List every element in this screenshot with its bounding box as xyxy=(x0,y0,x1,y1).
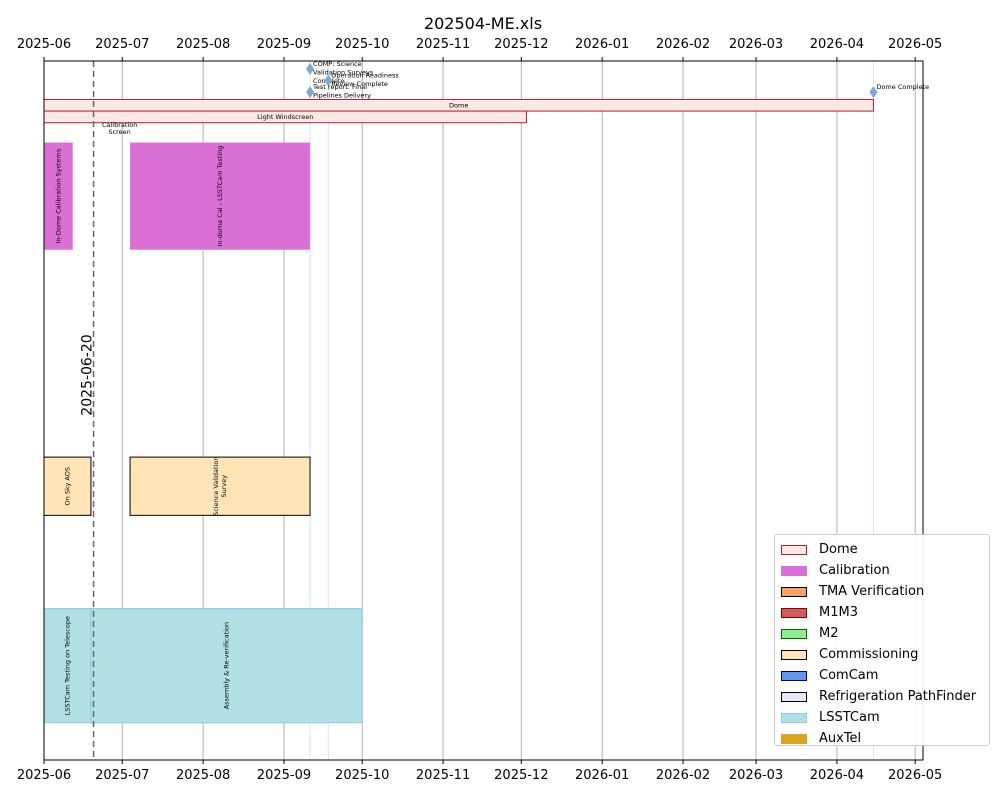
task-bar xyxy=(129,456,311,516)
task-label-group: In-dome Cal - LSSTCam Testing xyxy=(216,146,224,247)
task-label: In-dome Cal - LSSTCam Testing xyxy=(216,146,224,247)
task-label-group: In-Dome Calibration Systems xyxy=(54,148,62,243)
legend-swatch xyxy=(781,649,807,660)
legend-label: Commissioning xyxy=(819,647,919,662)
x-axis: 2025-06 2025-06 2025-07 2025-07 2025-08 2025-… xyxy=(17,37,943,783)
task-label: Calibration xyxy=(102,121,137,129)
tick-label-bottom: 2025-07 xyxy=(95,768,149,783)
legend-swatch xyxy=(781,607,807,618)
task-label: Dome xyxy=(449,101,468,109)
tick-label-bottom: 2025-09 xyxy=(257,768,311,783)
milestone-label: Test report: Final xyxy=(312,83,367,91)
task-label: Assembly & Re-verification xyxy=(223,622,231,709)
task-label: In-Dome Calibration Systems xyxy=(54,148,62,243)
task-label: Science Validation xyxy=(212,457,220,516)
task-bar xyxy=(130,142,311,250)
legend-label: Dome xyxy=(819,542,858,557)
tick-label-bottom: 2025-06 xyxy=(17,768,71,783)
tick-label-top: 2026-03 xyxy=(729,37,783,52)
tick-label-bottom: 2026-01 xyxy=(575,768,629,783)
legend-swatch xyxy=(781,712,807,723)
legend-item: AuxTel xyxy=(781,728,983,749)
chart-title: 202504-ME.xls xyxy=(424,14,542,33)
milestone-label: Pipelines Delivery xyxy=(313,92,371,100)
tick-label-bottom: 2025-12 xyxy=(494,768,548,783)
legend-item: Dome xyxy=(781,539,983,560)
tick-label-bottom: 2025-11 xyxy=(416,768,470,783)
milestone-label: Validation Surveys xyxy=(313,68,374,76)
legend-item: M1M3 xyxy=(781,602,983,623)
milestone-marker xyxy=(869,86,878,99)
task-label: LSSTCam Testing on Telescope xyxy=(63,616,71,715)
tick-label-bottom: 2026-05 xyxy=(888,768,942,783)
reference-line: 2025-06-20 xyxy=(80,61,96,760)
tick-label-top: 2025-10 xyxy=(335,37,389,52)
legend-item: M2 xyxy=(781,623,983,644)
tick-label-top: 2025-11 xyxy=(416,37,470,52)
tick-label-bottom: 2026-03 xyxy=(729,768,783,783)
tick-label-top: 2025-08 xyxy=(176,37,230,52)
milestone-label: Dome Complete xyxy=(876,83,929,91)
legend-item: LSSTCam xyxy=(781,707,983,728)
tick-label-top: 2026-05 xyxy=(888,37,942,52)
legend-item: Calibration xyxy=(781,560,983,581)
legend-label: M1M3 xyxy=(819,605,858,620)
tick-label-bottom: 2025-10 xyxy=(335,768,389,783)
tick-label-top: 2025-07 xyxy=(95,37,149,52)
task-bar xyxy=(90,608,363,724)
legend-label: TMA Verification xyxy=(819,584,925,599)
milestone-marker xyxy=(306,62,315,75)
task-bar xyxy=(44,142,73,250)
legend-label: M2 xyxy=(819,626,839,641)
legend-item: ComCam xyxy=(781,665,983,686)
legend-label: AuxTel xyxy=(819,731,862,746)
tick-label-top: 2025-06 xyxy=(17,37,71,52)
tick-label-top: 2025-12 xyxy=(494,37,548,52)
task-label-group: Assembly & Re-verification xyxy=(223,622,231,709)
task-label: Screen xyxy=(108,128,130,136)
reference-line-label: 2025-06-20 xyxy=(80,334,96,415)
tick-label-top: 2026-01 xyxy=(575,37,629,52)
task-label: On Sky AOS xyxy=(63,467,71,505)
legend-item: Commissioning xyxy=(781,644,983,665)
legend-label: LSSTCam xyxy=(819,710,880,725)
milestone-label: COMP: Science xyxy=(313,60,362,68)
milestone-marker xyxy=(306,86,315,99)
tick-label-top: 2025-09 xyxy=(257,37,311,52)
tick-label-bottom: 2026-02 xyxy=(656,768,710,783)
task-label-group: LSSTCam Testing on Telescope xyxy=(63,616,71,715)
legend-swatch xyxy=(781,670,807,681)
legend-swatch xyxy=(781,628,807,639)
legend-swatch xyxy=(781,565,807,576)
task-label: Light Windscreen xyxy=(257,113,313,121)
tick-label-bottom: 2026-04 xyxy=(810,768,864,783)
legend-label: ComCam xyxy=(819,668,879,683)
legend-swatch xyxy=(781,733,807,744)
legend-swatch xyxy=(781,691,807,702)
milestone-marker xyxy=(324,74,333,87)
legend-label: Refrigeration PathFinder xyxy=(819,689,977,704)
legend-swatch xyxy=(781,586,807,597)
tick-label-bottom: 2025-08 xyxy=(176,768,230,783)
tick-label-top: 2026-04 xyxy=(810,37,864,52)
plot-frame xyxy=(43,60,924,761)
legend-swatch xyxy=(781,544,807,555)
task-label-group: On Sky AOS xyxy=(63,467,71,505)
task-label: Survey xyxy=(220,475,228,498)
tick-label-top: 2026-02 xyxy=(656,37,710,52)
legend-item: TMA Verification xyxy=(781,581,983,602)
legend-item: Refrigeration PathFinder xyxy=(781,686,983,707)
milestone-label: Review Complete xyxy=(331,80,388,88)
legend-label: Calibration xyxy=(819,563,890,578)
milestone-label: Operation Readiness xyxy=(331,71,399,79)
task-bar xyxy=(43,456,92,516)
